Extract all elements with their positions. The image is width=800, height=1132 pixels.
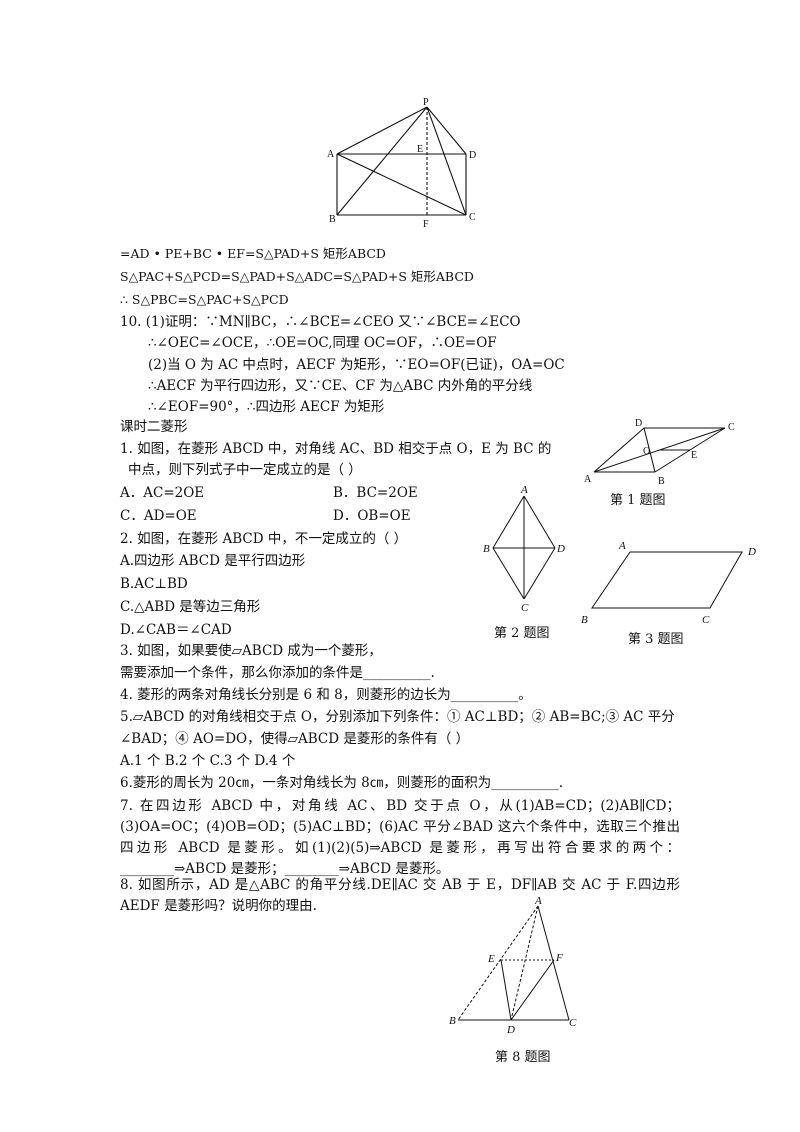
fig3-label-b: B [581,614,588,626]
fig8-label-a: A [534,895,542,907]
q8-stem: 8. 如图所示，AD 是△ABC 的角平分线.DE∥AC 交 AB 于 E，DF… [120,877,680,914]
q2-option-a: A.四边形 ABCD 是平行四边形 [120,553,306,569]
fig2-label-c: C [521,602,529,614]
fig8-label-d: D [506,1024,515,1036]
q5-options: A.1 个 B.2 个 C.3 个 D.4 个 [120,753,296,769]
fig8-caption: 第 8 题图 [495,1050,551,1065]
fig3-label-d: D [747,546,756,558]
fig8-label-e: E [487,953,495,965]
fig1-diagram: A B C D O E [584,418,735,486]
q10-part2-line-c: ∴∠EOF=90°，∴四边形 AECF 为矩形 [148,399,385,415]
top-label-b: B [329,214,336,225]
top-figure-diagram: P A E D B F C [327,97,476,230]
fig8-label-c: C [569,1017,577,1029]
q5-stem-line-a: 5.▱ABCD 的对角线相交于点 O，分别添加下列条件：① AC⊥BD；② AB… [120,709,675,725]
q1-option-d: D．OB=OE [333,508,411,524]
q1-option-a: A．AC=2OE [120,485,205,501]
fig3-diagram: A D B C [581,540,756,626]
top-label-f: F [423,219,429,230]
fig8: A B D C E F [445,893,590,1038]
fig3-label-c: C [702,614,710,626]
fig1-label-c: C [728,422,735,433]
fig1-label-o: O [643,446,650,457]
fig1-label-b: B [658,476,665,486]
q2-stem: 2. 如图，在菱形 ABCD 中，不一定成立的（ ） [120,531,408,547]
fig3-label-a: A [618,540,626,552]
q3-stem-line-b: 需要添加一个条件，那么你添加的条件是__________. [120,665,435,681]
fig1: A B C D O E [580,414,740,486]
q4-stem: 4. 菱形的两条对角线长分别是 6 和 8，则菱形的边长为__________。 [120,687,532,703]
q10-part2-line-b: ∴AECF 为平行四边形，又∵CE、CF 为△ABC 内外角的平分线 [148,378,533,394]
fig8-diagram: A B D C E F [449,895,577,1036]
q5-stem-line-b: ∠BAD；④ AO=DO，使得▱ABCD 是菱形的条件有（ ） [120,731,470,747]
fig2: A B C D [478,484,578,614]
top-label-a: A [327,149,335,160]
fig8-label-b: B [449,1015,456,1027]
proof-line-1: =AD • PE+BC • EF=S△PAD+S 矩形ABCD [120,246,386,261]
fig3: A D B C [576,536,766,626]
q6-stem: 6.菱形的周长为 20㎝，一条对角线长为 8㎝，则菱形的面积为_________… [120,775,564,791]
fig1-label-e: E [691,450,697,461]
fig2-label-b: B [483,543,490,555]
q10-part2-line-a: (2)当 O 为 AC 中点时，AECF 为矩形，∵EO=OF(已证)，OA=O… [148,357,565,373]
q10-part1-line-b: ∴∠OEC=∠OCE，∴OE=OC,同理 OC=OF，∴OE=OF [148,335,497,351]
q1-option-c: C．AD=OE [120,508,197,524]
proof-line-2: S△PAC+S△PCD=S△PAD+S△ADC=S△PAD+S 矩形ABCD [120,269,474,284]
q10-part1-line-a: 10. (1)证明：∵MN∥BC，∴∠BCE=∠CEO 又∵∠BCE=∠ECO [120,314,521,330]
fig1-label-d: D [635,418,642,429]
q2-option-c: C.△ABD 是等边三角形 [120,599,261,615]
fig2-caption: 第 2 题图 [494,626,550,641]
q2-option-b: B.AC⊥BD [120,576,188,592]
q2-option-d: D.∠CAB＝∠CAD [120,622,232,638]
fig3-caption: 第 3 题图 [628,632,684,647]
section-title: 课时二菱形 [120,419,188,435]
q3-stem-line-a: 3. 如图，如果要使▱ABCD 成为一个菱形， [120,643,382,659]
top-label-d: D [469,150,476,161]
q1-stem-line-b: 中点，则下列式子中一定成立的是（ ） [128,462,362,478]
fig2-diagram: A B C D [483,484,565,614]
top-figure: P A E D B F C [320,96,480,231]
fig8-label-f: F [555,952,563,964]
fig2-label-a: A [520,484,528,496]
q1-stem-line-a: 1. 如图，在菱形 ABCD 中，对角线 AC、BD 相交于点 O，E 为 BC… [120,441,552,457]
proof-line-3: ∴ S△PBC=S△PAC+S△PCD [120,292,289,307]
q7-stem: 7. 在四边形 ABCD 中，对角线 AC、BD 交于点 O，从(1)AB=CD… [120,798,680,877]
fig2-label-d: D [556,543,565,555]
top-label-p: P [423,97,429,108]
top-label-c: C [469,212,476,223]
top-label-e: E [417,144,423,155]
q1-option-b: B．BC=2OE [333,485,418,501]
fig1-label-a: A [584,474,592,485]
fig1-caption: 第 1 题图 [610,493,666,508]
